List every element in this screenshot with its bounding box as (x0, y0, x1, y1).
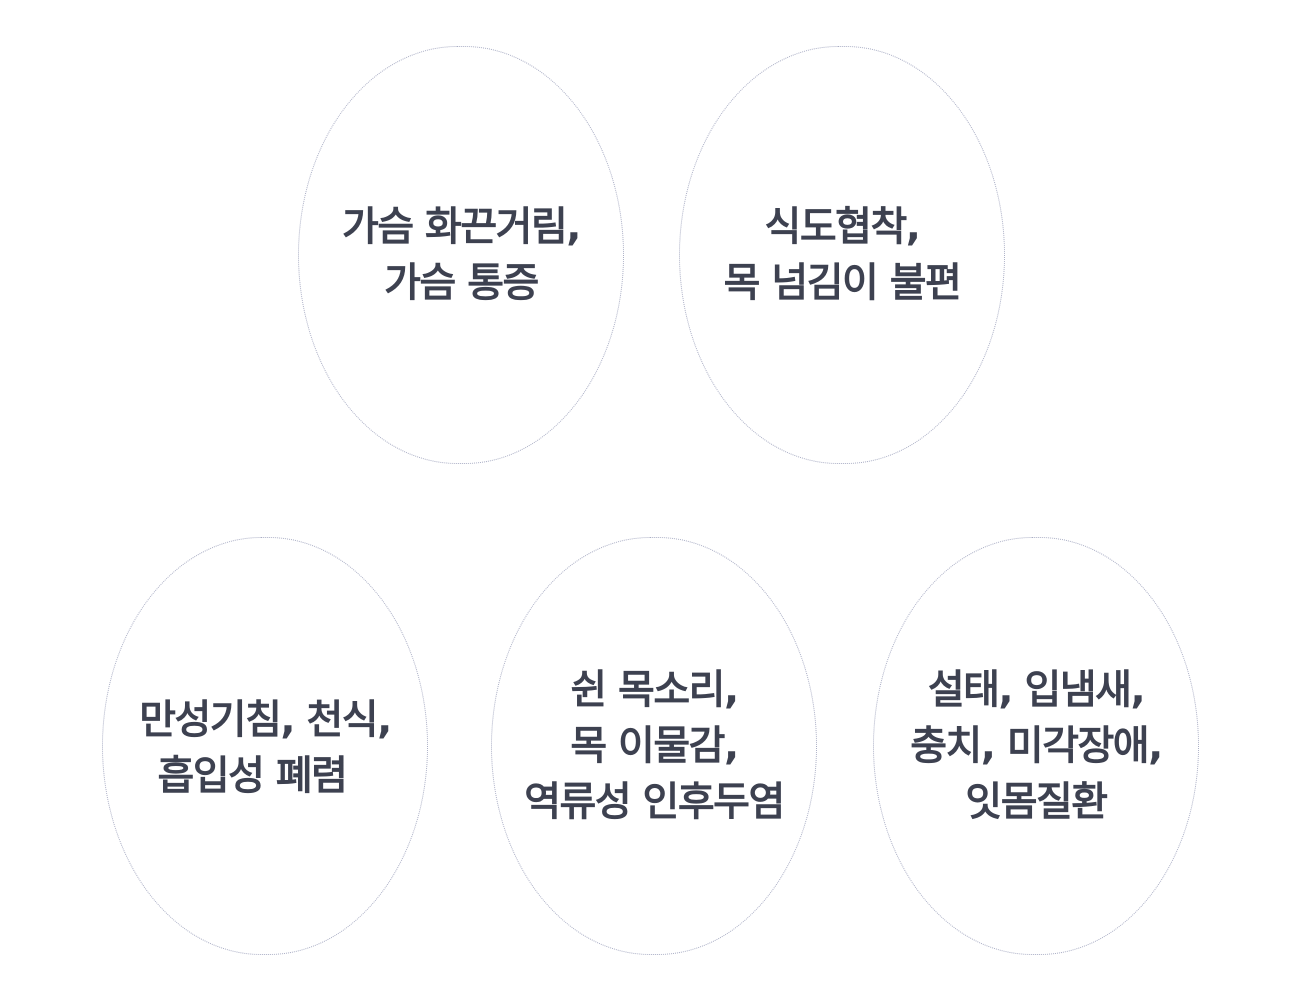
symptom-card-chronic-cough: 만성기침, 천식, 흡입성 폐렴 (102, 537, 428, 955)
symptom-line: 만성기침, 천식, (139, 697, 392, 743)
symptom-line: 가슴 화끈거림, (342, 204, 581, 250)
symptom-card-oral-problems: 설태, 입냄새, 충치, 미각장애, 잇몸질환 (873, 537, 1199, 955)
symptom-card-esophageal-stricture: 식도협착, 목 넘김이 불편 (679, 46, 1005, 464)
symptom-line: 충치, 미각장애, (910, 723, 1163, 769)
symptom-text: 식도협착, 목 넘김이 불편 (723, 199, 962, 311)
symptom-line: 역류성 인후두염 (524, 779, 785, 825)
symptom-text: 가슴 화끈거림, 가슴 통증 (342, 199, 581, 311)
symptom-text: 쉰 목소리, 목 이물감, 역류성 인후두염 (524, 662, 785, 830)
symptom-line: 잇몸질환 (965, 779, 1108, 825)
symptom-line: 쉰 목소리, (570, 667, 739, 713)
symptom-card-hoarse-voice: 쉰 목소리, 목 이물감, 역류성 인후두염 (491, 537, 817, 955)
symptom-text: 만성기침, 천식, 흡입성 폐렴 (139, 692, 392, 804)
symptom-card-heartburn: 가슴 화끈거림, 가슴 통증 (298, 46, 624, 464)
symptom-line: 흡입성 폐렴 (157, 753, 348, 799)
symptom-line: 목 이물감, (570, 723, 739, 769)
symptom-line: 가슴 통증 (384, 260, 539, 306)
symptom-line: 목 넘김이 불편 (723, 260, 962, 306)
symptom-line: 식도협착, (764, 204, 921, 250)
symptom-text: 설태, 입냄새, 충치, 미각장애, 잇몸질환 (910, 662, 1163, 830)
symptom-line: 설태, 입냄새, (927, 667, 1146, 713)
